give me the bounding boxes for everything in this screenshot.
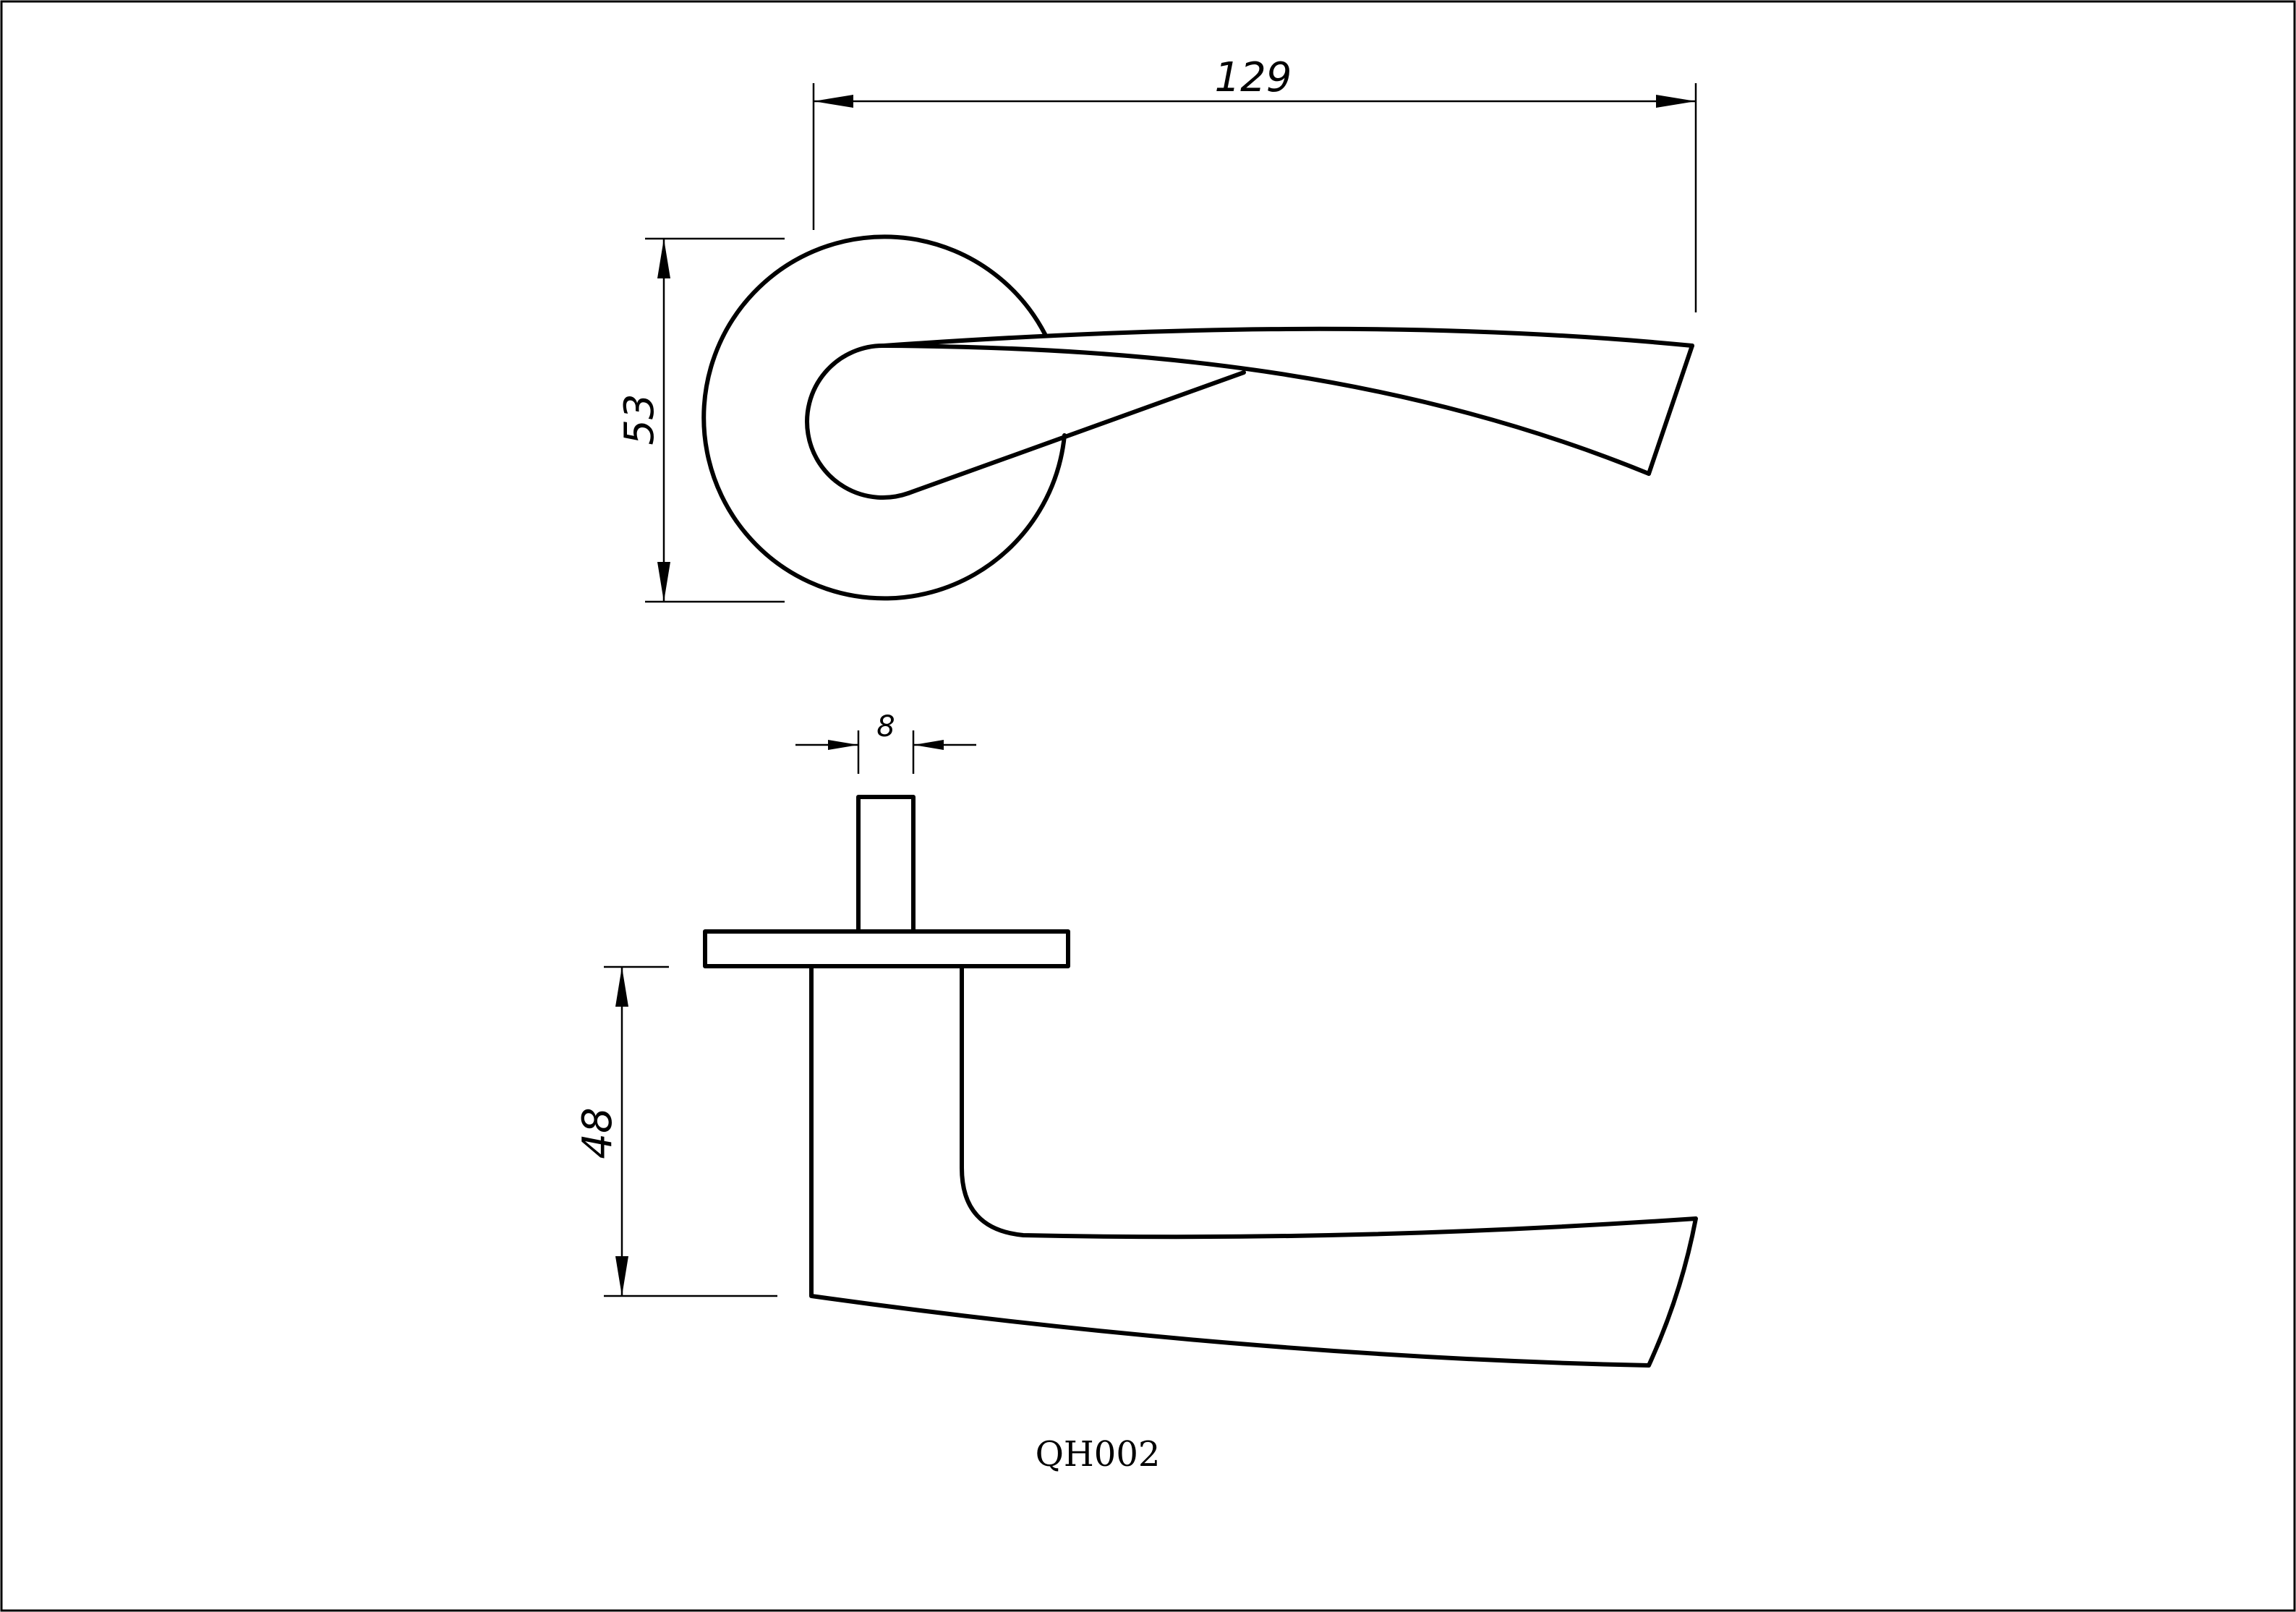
rose-plate xyxy=(703,929,1070,968)
rose-outer-circle xyxy=(701,234,1067,601)
handle-body xyxy=(809,964,1698,1368)
arrowhead-48-down xyxy=(615,1256,628,1296)
model-code: QH002 xyxy=(1036,1434,1161,1475)
spindle xyxy=(856,795,916,934)
dimension-label-53: 53 xyxy=(616,393,663,445)
dimension-label-48: 48 xyxy=(574,1107,621,1159)
arrowhead-right xyxy=(1656,95,1696,108)
lever-twist-edge xyxy=(906,370,1246,495)
arrowhead-48-up xyxy=(615,967,628,1007)
lever-upper-edge xyxy=(882,326,1694,348)
rose-inner-circle xyxy=(805,343,910,500)
arrowhead-spindle-left xyxy=(828,740,858,750)
arrowhead-up xyxy=(657,239,670,278)
lever-tip xyxy=(1647,344,1694,476)
dimension-label-8: 8 xyxy=(876,710,895,743)
dimension-overall-length: 129 xyxy=(812,54,1697,312)
dimension-label-129: 129 xyxy=(1215,54,1292,101)
side-view xyxy=(703,795,1698,1368)
arrowhead-spindle-right xyxy=(913,740,944,750)
dimension-spindle-width: 8 xyxy=(795,710,976,774)
dimension-rose-diameter: 53 xyxy=(616,237,785,603)
top-view xyxy=(701,234,1694,601)
arrowhead-left xyxy=(814,95,853,108)
arrowhead-down xyxy=(657,562,670,602)
lever-lower-edge xyxy=(882,344,1651,476)
dimension-handle-height: 48 xyxy=(574,965,777,1297)
